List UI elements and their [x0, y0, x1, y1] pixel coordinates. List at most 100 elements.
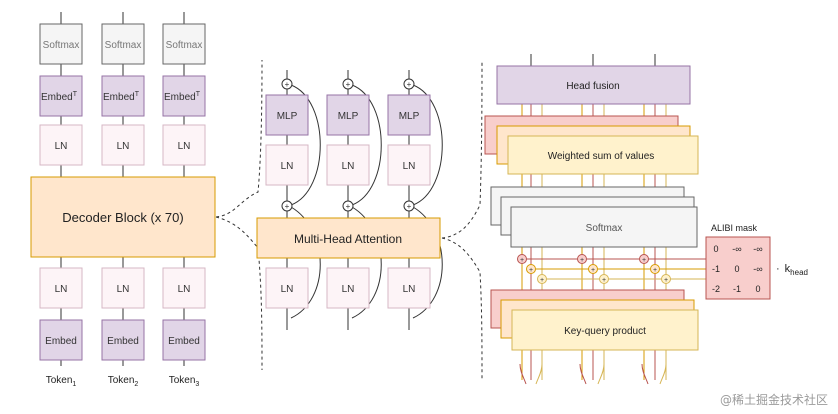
- embed-box-2: [101, 319, 145, 361]
- mlp-label-1: MLP: [277, 111, 298, 122]
- mask-add-node-6: [650, 264, 660, 274]
- ln-top-box-3: [162, 124, 206, 166]
- plus-mid-row: + + +: [281, 200, 415, 212]
- embed-label-2: Embed: [107, 336, 139, 347]
- softmax-label-2: Softmax: [105, 40, 142, 51]
- mask-add-node-2: [577, 254, 587, 264]
- mha-label: Multi-Head Attention: [294, 232, 402, 246]
- alibi-cell-2-1: -1: [733, 284, 741, 294]
- add-node-top-3: [403, 78, 415, 90]
- ln-bottom-label-1: LN: [55, 284, 68, 295]
- embed-transpose-label-1: EmbedT: [41, 91, 78, 103]
- zoom-connector-left: [215, 59, 263, 371]
- add-node-top-label-3: +: [407, 80, 412, 89]
- alibi-cell-1-2: -∞: [753, 264, 762, 274]
- embed-transpose-label-3: EmbedT: [164, 91, 201, 103]
- mlp-label-3: MLP: [399, 111, 420, 122]
- mlp-box-2: [326, 94, 370, 136]
- plus-top-row: + + +: [281, 78, 415, 90]
- ln-mid-top-box-1: [265, 144, 309, 186]
- mask-add-label-4: +: [529, 267, 533, 274]
- ln-bottom-box-3: [162, 267, 206, 309]
- alibi-cell-2-0: -2: [712, 284, 720, 294]
- ln-mid-bottom-box-3: [387, 267, 431, 309]
- add-node-mid-2: [342, 200, 354, 212]
- softmax-label-1: Softmax: [43, 40, 80, 51]
- ln-top-box-1: [39, 124, 83, 166]
- mask-add-label-1: +: [520, 257, 524, 264]
- key-query-label: Key-query product: [564, 326, 646, 337]
- ln-bottom-row: LN LN LN: [39, 267, 206, 309]
- ln-mid-top-box-3: [387, 144, 431, 186]
- attention-softmax-label: Softmax: [586, 223, 623, 234]
- head-fusion: Head fusion: [496, 65, 691, 105]
- head-fusion-label: Head fusion: [566, 81, 619, 92]
- ln-bottom-box-2: [101, 267, 145, 309]
- multi-head-attention: Multi-Head Attention: [256, 217, 441, 259]
- add-node-mid-label-2: +: [346, 202, 351, 211]
- alibi-cell-0-1: -∞: [732, 244, 741, 254]
- mask-add-label-5: +: [591, 267, 595, 274]
- softmax-label-3: Softmax: [166, 40, 203, 51]
- embed-transpose-box-1: [39, 75, 83, 117]
- mask-add-label-3: +: [642, 257, 646, 264]
- embed-transpose-box-3: [162, 75, 206, 117]
- softmax-box-3: [162, 23, 206, 65]
- add-node-mid-3: [403, 200, 415, 212]
- embed-row: Embed Embed Embed: [39, 319, 206, 361]
- alibi-cell-0-2: -∞: [753, 244, 762, 254]
- softmax-row: Softmax Softmax Softmax: [39, 23, 206, 65]
- ln-bottom-box-1: [39, 267, 83, 309]
- ln-top-row: LN LN LN: [39, 124, 206, 166]
- add-node-top-label-1: +: [285, 80, 290, 89]
- mask-add-label-6: +: [653, 267, 657, 274]
- mask-add-node-8: [599, 274, 609, 284]
- ln-mid-bottom-label-2: LN: [342, 284, 355, 295]
- mask-add-label-9: +: [664, 277, 668, 284]
- alibi-cell-1-1: 0: [734, 264, 739, 274]
- embed-label-1: Embed: [45, 336, 77, 347]
- key-query-stack: Key-query product: [490, 289, 699, 351]
- embed-label-3: Embed: [168, 336, 200, 347]
- mask-add-node-1: [517, 254, 527, 264]
- add-node-top-1: [281, 78, 293, 90]
- mask-add-label-7: +: [540, 277, 544, 284]
- decoder-block-label: Decoder Block (x 70): [62, 210, 183, 225]
- weighted-sum-label: Weighted sum of values: [548, 151, 655, 162]
- add-node-mid-label-1: +: [285, 202, 290, 211]
- token-label-2: Token2: [108, 375, 139, 388]
- alibi-matrix-box: [705, 236, 771, 300]
- zoom-connector-right: [441, 59, 483, 381]
- embed-transpose-box-2: [101, 75, 145, 117]
- alibi-mask: ALIBI mask 0 -∞ -∞ -1 0 -∞ -2 -1 0 ·khea…: [705, 223, 808, 300]
- mask-add-label-2: +: [580, 257, 584, 264]
- ln-mid-top-label-3: LN: [403, 161, 416, 172]
- softmax-stack: Softmax: [490, 186, 698, 248]
- ln-mid-top-box-2: [326, 144, 370, 186]
- mask-add-label-8: +: [602, 277, 606, 284]
- mask-add-node-4: [526, 264, 536, 274]
- ln-bottom-label-3: LN: [178, 284, 191, 295]
- mlp-row: MLP MLP MLP: [265, 94, 431, 136]
- softmax-box-1: [39, 23, 83, 65]
- ln-mid-bottom-row: LN LN LN: [265, 267, 431, 309]
- mask-add-nodes: + + + + + + + + +: [517, 254, 671, 284]
- alibi-cell-2-2: 0: [755, 284, 760, 294]
- ln-bottom-label-2: LN: [117, 284, 130, 295]
- token-labels: Token1 Token2 Token3: [46, 375, 200, 388]
- k-head-multiplier: ·khead: [776, 263, 808, 277]
- ln-mid-top-label-2: LN: [342, 161, 355, 172]
- ln-mid-bottom-box-2: [326, 267, 370, 309]
- embed-transpose-row: EmbedT EmbedT EmbedT: [39, 75, 206, 117]
- watermark: @稀土掘金技术社区: [719, 393, 828, 407]
- mask-add-node-3: [639, 254, 649, 264]
- embed-transpose-label-2: EmbedT: [103, 91, 140, 103]
- embed-box-1: [39, 319, 83, 361]
- mask-add-node-5: [588, 264, 598, 274]
- alibi-mask-title: ALIBI mask: [711, 223, 758, 233]
- softmax-box-2: [101, 23, 145, 65]
- add-node-top-2: [342, 78, 354, 90]
- mlp-box-3: [387, 94, 431, 136]
- token-label-1: Token1: [46, 375, 77, 388]
